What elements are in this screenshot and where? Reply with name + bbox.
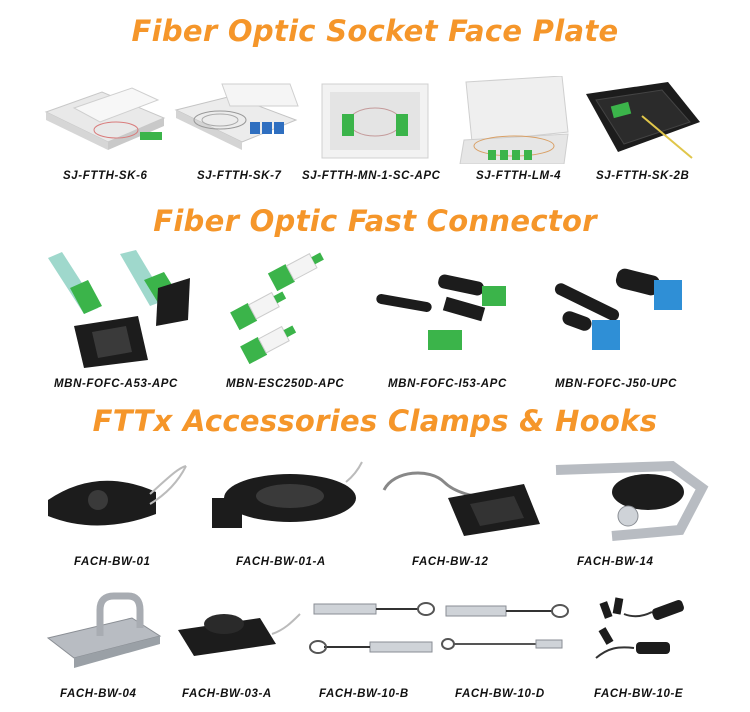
product-image-mbn-fofc-a53-apc (40, 248, 196, 368)
product-image-fach-bw-14 (552, 460, 712, 544)
label-fach-bw-03-a: FACH-BW-03-A (182, 688, 272, 700)
label-fach-bw-10-d: FACH-BW-10-D (455, 688, 545, 700)
product-image-fach-bw-01 (38, 458, 198, 538)
label-sj-ftth-sk-2b: SJ-FTTH-SK-2B (596, 170, 690, 182)
section-title-socket-face-plate: Fiber Optic Socket Face Plate (131, 14, 619, 48)
label-fach-bw-04: FACH-BW-04 (60, 688, 137, 700)
label-fach-bw-12: FACH-BW-12 (412, 556, 489, 568)
product-image-fach-bw-03-a (172, 600, 306, 668)
product-image-fach-bw-04 (44, 592, 164, 674)
label-fach-bw-14: FACH-BW-14 (577, 556, 654, 568)
label-mbn-fofc-a53-apc: MBN-FOFC-A53-APC (54, 378, 178, 390)
label-sj-ftth-sk-7: SJ-FTTH-SK-7 (197, 170, 282, 182)
label-sj-ftth-mn-1-sc-apc: SJ-FTTH-MN-1-SC-APC (302, 170, 441, 182)
product-image-mbn-esc250d-apc (212, 252, 332, 368)
product-image-sj-ftth-mn-1-sc-apc (316, 78, 434, 162)
product-image-sj-ftth-sk-7 (172, 80, 304, 160)
label-fach-bw-10-b: FACH-BW-10-B (319, 688, 409, 700)
product-image-fach-bw-10-e (578, 588, 708, 672)
label-fach-bw-01-a: FACH-BW-01-A (236, 556, 326, 568)
product-image-sj-ftth-lm-4 (458, 76, 570, 164)
label-sj-ftth-sk-6: SJ-FTTH-SK-6 (63, 170, 148, 182)
label-sj-ftth-lm-4: SJ-FTTH-LM-4 (476, 170, 562, 182)
label-mbn-esc250d-apc: MBN-ESC250D-APC (226, 378, 345, 390)
product-image-fach-bw-12 (374, 464, 544, 540)
label-mbn-fofc-i53-apc: MBN-FOFC-I53-APC (388, 378, 507, 390)
product-image-sj-ftth-sk-6 (36, 80, 168, 160)
product-image-fach-bw-10-b (306, 598, 440, 670)
product-image-fach-bw-10-d (440, 598, 574, 670)
section-title-fast-connector: Fiber Optic Fast Connector (153, 204, 597, 238)
product-image-mbn-fofc-i53-apc (374, 272, 514, 362)
section-title-clamps-hooks: FTTx Accessories Clamps & Hooks (92, 404, 658, 438)
label-fach-bw-10-e: FACH-BW-10-E (594, 688, 684, 700)
label-fach-bw-01: FACH-BW-01 (74, 556, 151, 568)
product-image-sj-ftth-sk-2b (582, 82, 702, 162)
label-mbn-fofc-j50-upc: MBN-FOFC-J50-UPC (555, 378, 678, 390)
product-image-mbn-fofc-j50-upc (550, 262, 692, 366)
product-image-fach-bw-01-a (206, 458, 368, 538)
